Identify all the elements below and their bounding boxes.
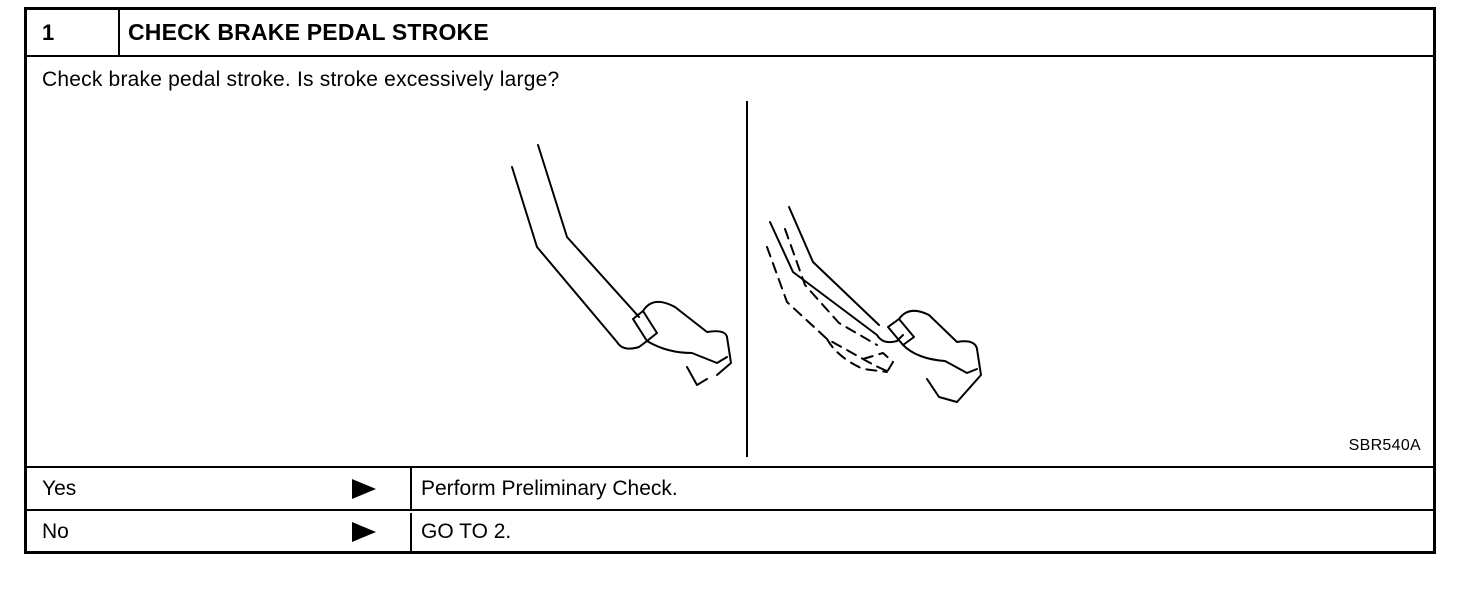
step-number: 1 xyxy=(27,10,120,55)
inspection-step-table: 1 CHECK BRAKE PEDAL STROKE Check brake p… xyxy=(24,7,1436,554)
answer-label: No xyxy=(42,520,69,543)
answer-action: GO TO 2. xyxy=(421,520,512,543)
answer-action: Perform Preliminary Check. xyxy=(421,476,678,500)
brake-pedal-illustration xyxy=(511,144,732,386)
brake-pedal-stroke-illustration xyxy=(766,206,982,403)
answer-divider xyxy=(410,468,412,509)
step-content: Check brake pedal stroke. Is stroke exce… xyxy=(27,57,1433,468)
answer-row-no: No GO TO 2. xyxy=(27,513,1433,551)
answer-row-yes: Yes Perform Preliminary Check. xyxy=(27,468,1433,511)
answer-divider xyxy=(410,513,412,551)
arrow-right-icon xyxy=(352,522,376,542)
figure-code: SBR540A xyxy=(1348,437,1421,454)
step-title: CHECK BRAKE PEDAL STROKE xyxy=(128,19,489,45)
answer-label: Yes xyxy=(42,476,77,500)
step-question: Check brake pedal stroke. Is stroke exce… xyxy=(42,68,560,91)
step-header: 1 CHECK BRAKE PEDAL STROKE xyxy=(27,10,1433,57)
arrow-right-icon xyxy=(352,478,376,499)
brake-pedal-figure xyxy=(511,101,982,457)
